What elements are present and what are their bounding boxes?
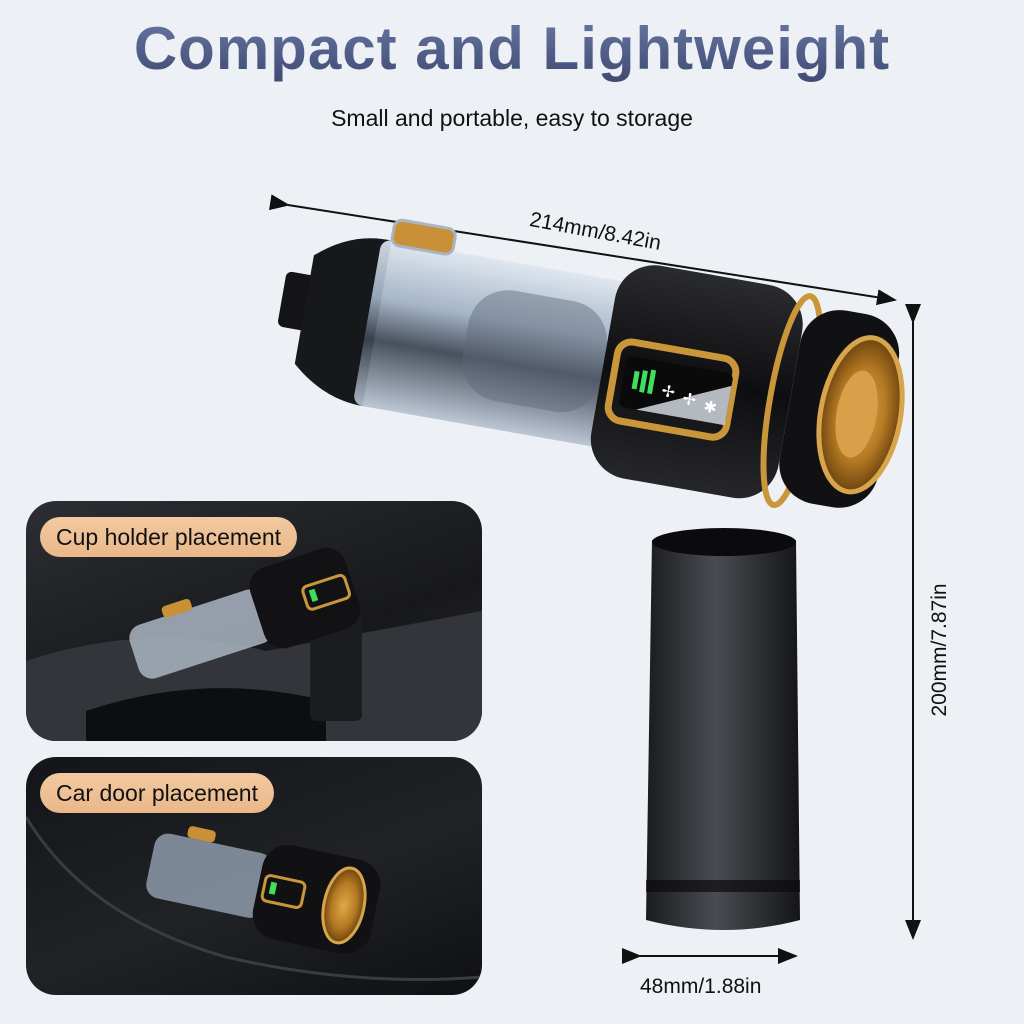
cup-holder-scene — [26, 547, 482, 741]
page-subtitle: Small and portable, easy to storage — [331, 105, 693, 131]
page-title: Compact and Lightweight — [0, 14, 1024, 83]
height-dimension-label: 200mm/7.87in — [928, 583, 951, 717]
fan-speed-2-icon: ✢ — [681, 389, 698, 410]
car-door-card: Car door placement — [26, 757, 482, 995]
fan-speed-1-icon: ✢ — [660, 381, 677, 402]
release-button — [390, 218, 457, 256]
card-label: Car door placement — [40, 773, 274, 813]
width-dimension-line — [268, 194, 897, 306]
lcd-display: ✢ ✢ ✱ — [619, 356, 733, 426]
card-label: Cup holder placement — [40, 517, 298, 557]
dust-tank — [354, 240, 637, 448]
battery-icon — [631, 370, 640, 390]
car-door-scene — [26, 816, 482, 981]
diameter-dimension-label: 48mm/1.88in — [640, 975, 762, 998]
handle — [646, 528, 800, 930]
snowflake-icon: ✱ — [702, 396, 719, 417]
cup-holder-card: Cup holder placement — [26, 501, 482, 741]
